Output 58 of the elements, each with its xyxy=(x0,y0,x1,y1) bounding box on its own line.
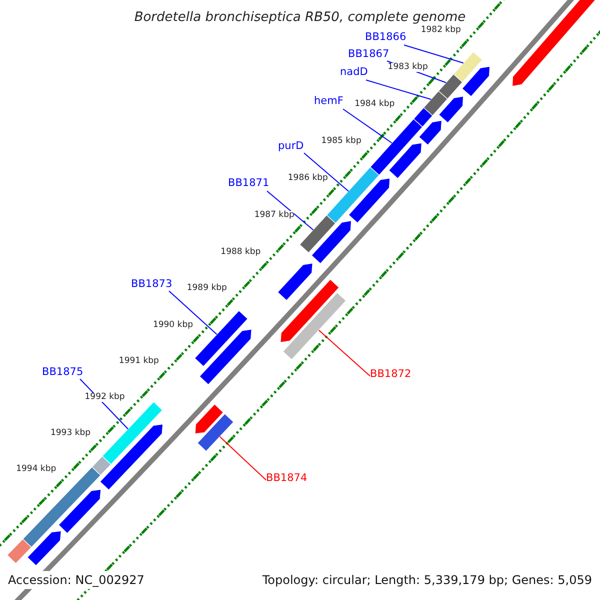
gene-feature xyxy=(26,530,62,566)
gene-feature xyxy=(199,328,252,386)
leader-line xyxy=(168,290,218,335)
gene-label: BB1866 xyxy=(365,32,406,42)
gene-feature xyxy=(438,96,464,124)
gene-feature xyxy=(280,278,340,343)
leader-line xyxy=(219,436,266,480)
scale-label: 1993 kbp xyxy=(50,429,91,438)
gene-label: BB1867 xyxy=(348,49,390,60)
leader-line xyxy=(366,80,432,100)
gene-feature xyxy=(418,120,442,146)
scale-label: 1984 kbp xyxy=(354,100,395,109)
gene-feature xyxy=(453,51,483,83)
gene-feature xyxy=(326,166,380,224)
gene-label: nadD xyxy=(340,67,368,78)
gene-feature xyxy=(282,292,346,360)
gene-feature xyxy=(194,404,224,434)
gene-feature xyxy=(6,538,32,564)
title: Bordetella bronchiseptica RB50, complete genome xyxy=(133,11,467,24)
scale-label: 1991 kbp xyxy=(118,357,159,366)
scale-label: 1988 kbp xyxy=(220,248,261,256)
gene-label: BB1874 xyxy=(266,473,308,484)
scale-label: 1985 kbp xyxy=(321,137,362,146)
gene-label: purD xyxy=(278,141,304,152)
gene-feature xyxy=(58,489,102,534)
gene-label: hemF xyxy=(314,96,344,106)
gene-feature xyxy=(100,424,164,490)
gene-feature xyxy=(91,456,112,476)
scale-label: 1989 kbp xyxy=(186,284,227,293)
scale-label: 1994 kbp xyxy=(16,465,56,474)
leader-line xyxy=(266,190,314,230)
gene-feature xyxy=(102,401,163,465)
gene-feature xyxy=(196,413,234,452)
gene-label: BB1872 xyxy=(370,369,412,380)
scale-label: 1983 kbp xyxy=(388,63,428,72)
leader-line xyxy=(342,108,392,144)
scale-label: 1986 kbp xyxy=(288,174,328,183)
gene-feature xyxy=(388,142,422,179)
gene-feature xyxy=(413,107,433,128)
gene-feature xyxy=(423,90,448,116)
gene-feature xyxy=(438,74,463,100)
gene-feature xyxy=(348,178,390,224)
scale-label: 1992 kbp xyxy=(84,393,125,402)
gene-label: BB1871 xyxy=(228,178,270,188)
leader-line xyxy=(404,44,464,64)
gene-feature xyxy=(462,66,490,97)
scale-label: 1987 kbp xyxy=(254,211,294,220)
scale-label: 1990 kbp xyxy=(152,320,193,330)
gene-label: BB1873 xyxy=(131,279,172,290)
gene-label: BB1875 xyxy=(42,367,84,378)
leader-line xyxy=(304,152,349,192)
gene-feature xyxy=(277,262,313,301)
gene-feature xyxy=(311,220,352,264)
gene-feature xyxy=(370,118,423,176)
scale-label: 1982 kbp xyxy=(420,26,461,34)
gene-feature xyxy=(194,310,248,367)
gene-feature xyxy=(299,214,336,254)
leader-line xyxy=(318,330,370,376)
